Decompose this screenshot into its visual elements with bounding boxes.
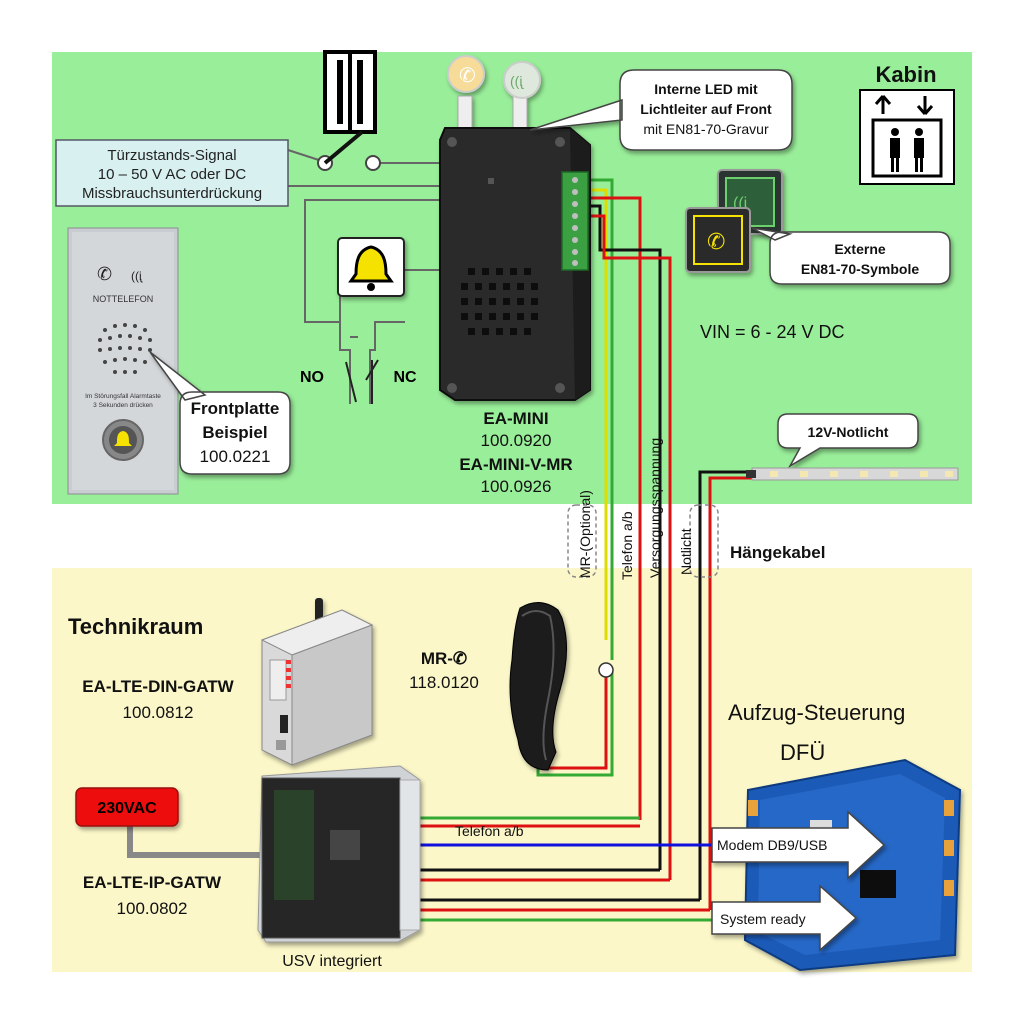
ip-gateway-image xyxy=(257,765,421,943)
emergency-light-label: 12V-Notlicht xyxy=(808,424,889,440)
door-icon xyxy=(323,50,377,134)
faceplate-small-2: 3 Sekunden drücken xyxy=(93,402,153,409)
power-badge xyxy=(75,787,179,827)
mr-code: 118.0120 xyxy=(409,673,479,692)
svg-text:((ᶖ: ((ᶖ xyxy=(510,73,524,89)
din-gatw-code: 100.0812 xyxy=(123,703,194,722)
cable-title: Hängekabel xyxy=(730,543,825,562)
led-strip-icon xyxy=(746,467,959,481)
modem-arrow xyxy=(711,810,886,880)
led-callout-2: Lichtleiter auf Front xyxy=(640,101,772,117)
external-symbols-icon: ((ᶖ ✆ xyxy=(685,169,783,273)
cable-label-supply: Versorgungsspannung xyxy=(647,438,663,578)
ea-mini-v-name: EA-MINI-V-MR xyxy=(459,455,572,474)
ip-gatw-name: EA-LTE-IP-GATW xyxy=(83,873,222,892)
ea-mini-v-code: 100.0926 xyxy=(481,477,552,496)
ea-mini-code: 100.0920 xyxy=(481,431,552,450)
dfu-label: DFÜ xyxy=(780,740,825,765)
ext-symbols-1: Externe xyxy=(834,241,886,257)
power-label: 230VAC xyxy=(97,800,157,817)
ip-gatw-code: 100.0802 xyxy=(117,899,188,918)
emergency-light-callout xyxy=(777,413,919,469)
vin-label: VIN = 6 - 24 V DC xyxy=(700,322,845,342)
cable-label-tel: Telefon a/b xyxy=(619,511,635,580)
din-gateway-image xyxy=(260,598,374,766)
led-callout-1: Interne LED mit xyxy=(654,81,758,97)
faceplate-callout-3: 100.0221 xyxy=(200,447,271,466)
door-signal-line-2: 10 – 50 V AC oder DC xyxy=(98,166,247,183)
door-signal-box: Türzustands-Signal 10 – 50 V AC oder DC … xyxy=(55,139,289,207)
cable-label-mr: MR-(Optional) xyxy=(577,490,593,578)
mr-junction xyxy=(598,662,614,678)
ext-symbols-2: EN81-70-Symbole xyxy=(801,261,919,277)
svg-text:✆: ✆ xyxy=(707,229,725,254)
mr-handset-image xyxy=(509,602,568,771)
telefon-ab-label: Telefon a/b xyxy=(455,823,524,839)
alarm-bell-icon xyxy=(337,237,405,297)
system-ready-arrow xyxy=(711,884,858,952)
controller-label: Aufzug-Steuerung xyxy=(728,700,905,725)
system-ready-label: System ready xyxy=(720,911,806,927)
led-callout xyxy=(529,69,793,151)
led-callout-3: mit EN81-70-Gravur xyxy=(643,121,769,137)
svg-text:✆: ✆ xyxy=(459,65,476,87)
faceplate-callout-1: Frontplatte xyxy=(191,399,280,418)
notlicht-dashed xyxy=(689,504,719,578)
no-label: NO xyxy=(300,369,324,386)
svg-text:((ᶖ: ((ᶖ xyxy=(131,269,143,283)
modem-arrow-label: Modem DB9/USB xyxy=(717,837,827,853)
faceplate-small-1: Im Störungsfall Alarmtaste xyxy=(85,393,161,400)
ea-mini-device: ✆ ((ᶖ xyxy=(439,55,591,401)
mr-name: MR-✆ xyxy=(421,649,467,668)
ups-label: USV integriert xyxy=(282,953,382,970)
ext-symbols-callout xyxy=(751,227,951,285)
door-switch-icon xyxy=(317,130,381,171)
faceplate-callout-2: Beispiel xyxy=(202,423,267,442)
cabin-title: Kabin xyxy=(875,62,936,87)
nc-label: NC xyxy=(393,369,417,386)
door-signal-line-3: Missbrauchsunterdrückung xyxy=(82,185,262,202)
faceplate-callout xyxy=(149,351,291,475)
ea-mini-name: EA-MINI xyxy=(483,409,548,428)
din-gatw-name: EA-LTE-DIN-GATW xyxy=(82,677,234,696)
wires xyxy=(127,149,752,922)
elevator-icon xyxy=(859,89,955,185)
cable-label-notlicht: Notlicht xyxy=(678,528,694,575)
door-signal-line-1: Türzustands-Signal xyxy=(107,147,236,164)
svg-text:✆: ✆ xyxy=(97,264,112,284)
mr-optional-dashed xyxy=(567,504,597,578)
faceplate-title: NOTTELEFON xyxy=(93,294,154,304)
machine-room-title: Technikraum xyxy=(68,614,203,639)
relay-contacts: NO NC xyxy=(300,359,417,404)
